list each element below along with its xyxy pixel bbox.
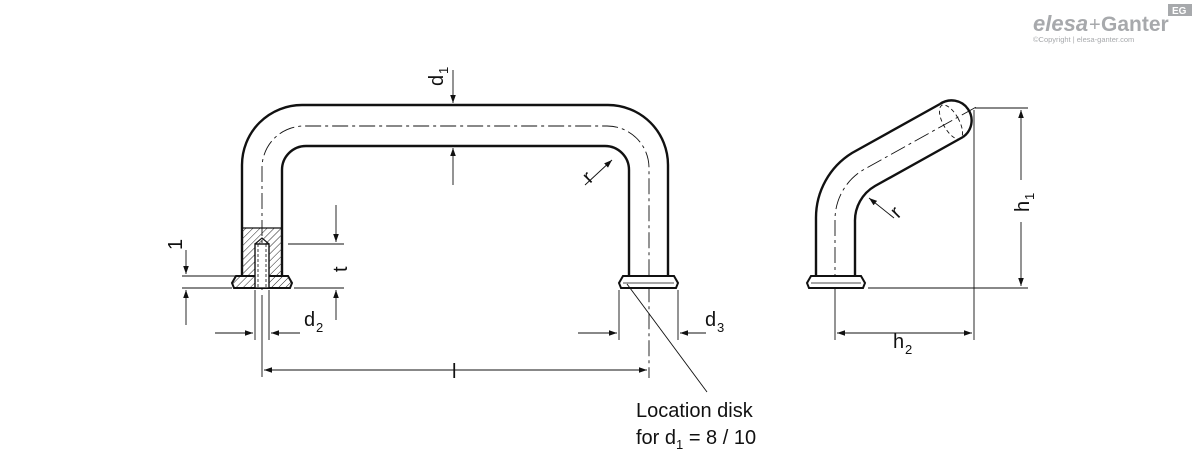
label-h1: h 1 — [1012, 193, 1037, 212]
label-t: t — [330, 266, 352, 272]
side-inner-contour — [853, 135, 964, 276]
location-disk-note: Location disk for d1 = 8 / 10 — [636, 400, 756, 452]
svg-text:2: 2 — [905, 342, 912, 357]
svg-text:EG: EG — [1172, 6, 1187, 17]
side-outer-contour — [814, 102, 941, 276]
handle-centerline — [261, 125, 650, 378]
label-d2: d 2 — [304, 309, 323, 335]
svg-text:d: d — [705, 309, 716, 331]
location-disk-side — [805, 275, 867, 289]
handle-inner-contour — [280, 144, 631, 276]
svg-text:Location disk: Location disk — [636, 400, 754, 422]
brand-copyright: ©Copyright | elesa-ganter.com — [1033, 35, 1134, 44]
side-dimensions — [834, 107, 1028, 340]
side-end-cap — [939, 99, 973, 138]
label-l: l — [452, 361, 456, 383]
svg-text:d: d — [304, 309, 315, 331]
svg-text:3: 3 — [717, 320, 724, 335]
svg-text:2: 2 — [316, 320, 323, 335]
svg-text:Ganter: Ganter — [1101, 13, 1169, 36]
svg-text:h: h — [1012, 201, 1034, 212]
handle-outer-contour — [240, 103, 670, 276]
brand-logo: elesa + Ganter EG ©Copyright | elesa-gan… — [1033, 4, 1192, 44]
right-foot — [617, 275, 680, 289]
svg-text:+: + — [1089, 14, 1101, 36]
front-view-handle — [240, 103, 670, 378]
label-d1: d 1 — [426, 67, 451, 86]
side-view-handle — [805, 99, 979, 290]
svg-text:1: 1 — [1022, 193, 1037, 200]
svg-text:h: h — [893, 331, 904, 353]
label-d1-sub: 1 — [436, 67, 451, 74]
left-foot-section — [230, 227, 294, 289]
svg-text:elesa: elesa — [1033, 11, 1088, 36]
front-dimensions — [182, 70, 708, 393]
side-end-section — [938, 104, 964, 140]
label-r-front: r — [578, 167, 599, 188]
brand-badge — [1168, 4, 1192, 16]
threaded-hole — [254, 243, 270, 289]
label-h2: h 2 — [893, 331, 912, 357]
label-r-side: r — [886, 202, 907, 223]
label-1: 1 — [165, 239, 187, 250]
svg-text:for d1 = 8 / 10: for d1 = 8 / 10 — [636, 427, 756, 452]
location-disk-right — [617, 275, 680, 289]
label-d1-text: d — [426, 75, 448, 86]
label-d3: d 3 — [705, 309, 724, 335]
side-centerline — [834, 105, 979, 290]
